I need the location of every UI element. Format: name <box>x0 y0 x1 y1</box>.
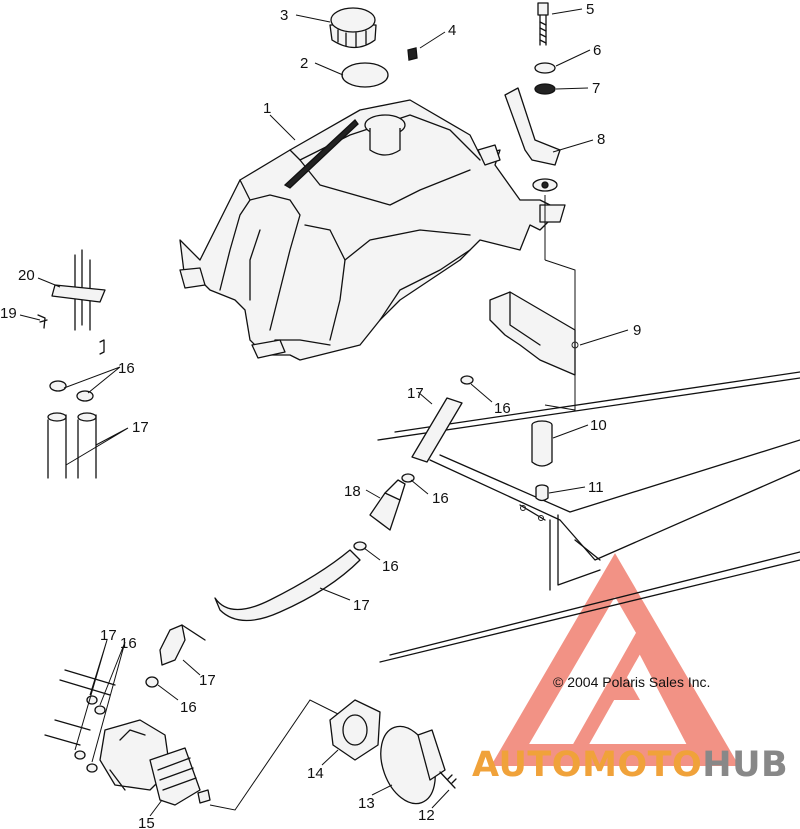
callout-15: 15 <box>138 815 155 829</box>
callout-17-pump-right: 17 <box>199 672 216 689</box>
leader-lines <box>19 8 629 817</box>
fuel-pump-group <box>44 624 211 806</box>
callout-6: 6 <box>593 42 601 59</box>
mount-hardware <box>504 2 561 260</box>
callout-17-left: 17 <box>132 419 149 436</box>
callout-11: 11 <box>588 479 604 496</box>
callout-13: 13 <box>358 795 375 812</box>
copyright-notice: © 2004 Polaris Sales Inc. <box>553 674 710 690</box>
callout-16-center-low: 16 <box>382 558 399 575</box>
callout-5: 5 <box>586 1 594 18</box>
callout-2: 2 <box>300 55 308 72</box>
callout-16-pump-top: 16 <box>120 635 137 652</box>
callout-16-left: 16 <box>118 360 135 377</box>
callout-16-pump-low: 16 <box>180 699 197 716</box>
watermark-text: AUTOMOTOHUB <box>472 745 788 785</box>
callout-1: 1 <box>263 100 271 117</box>
callout-17-center-top: 17 <box>407 385 424 402</box>
watermark-hub: HUB <box>702 745 788 785</box>
callout-16-center-top: 16 <box>494 400 511 417</box>
clip <box>407 47 418 61</box>
callout-10: 10 <box>590 417 607 434</box>
callout-8: 8 <box>597 131 605 148</box>
support-block <box>489 291 579 376</box>
callout-17-center-low: 17 <box>353 597 370 614</box>
callout-16-center-mid: 16 <box>432 490 449 507</box>
spacer <box>531 420 553 502</box>
watermark-moto: MOTO <box>582 745 702 785</box>
callout-3: 3 <box>280 7 288 24</box>
cap-gasket <box>341 62 389 88</box>
callout-7: 7 <box>592 80 600 97</box>
filler-ring-assembly <box>209 699 457 811</box>
center-hose-group <box>214 375 474 622</box>
frame-rails <box>377 371 800 663</box>
callout-9: 9 <box>633 322 641 339</box>
callout-4: 4 <box>448 22 456 39</box>
watermark-logo <box>490 553 740 766</box>
callout-14: 14 <box>307 765 324 782</box>
fuel-tank <box>179 99 566 361</box>
callout-18: 18 <box>344 483 361 500</box>
callout-12: 12 <box>418 807 435 824</box>
fuel-cap <box>329 7 377 49</box>
callout-17-pump-left: 17 <box>100 627 117 644</box>
callout-20: 20 <box>18 267 35 284</box>
fuel-valve <box>37 249 106 355</box>
left-hose-group <box>47 380 97 479</box>
callout-19: 19 <box>0 305 17 322</box>
callout-labels: 1 2 3 4 5 6 7 8 9 10 11 12 13 14 15 16 1… <box>0 1 641 829</box>
watermark-auto: AUTO <box>472 745 582 785</box>
